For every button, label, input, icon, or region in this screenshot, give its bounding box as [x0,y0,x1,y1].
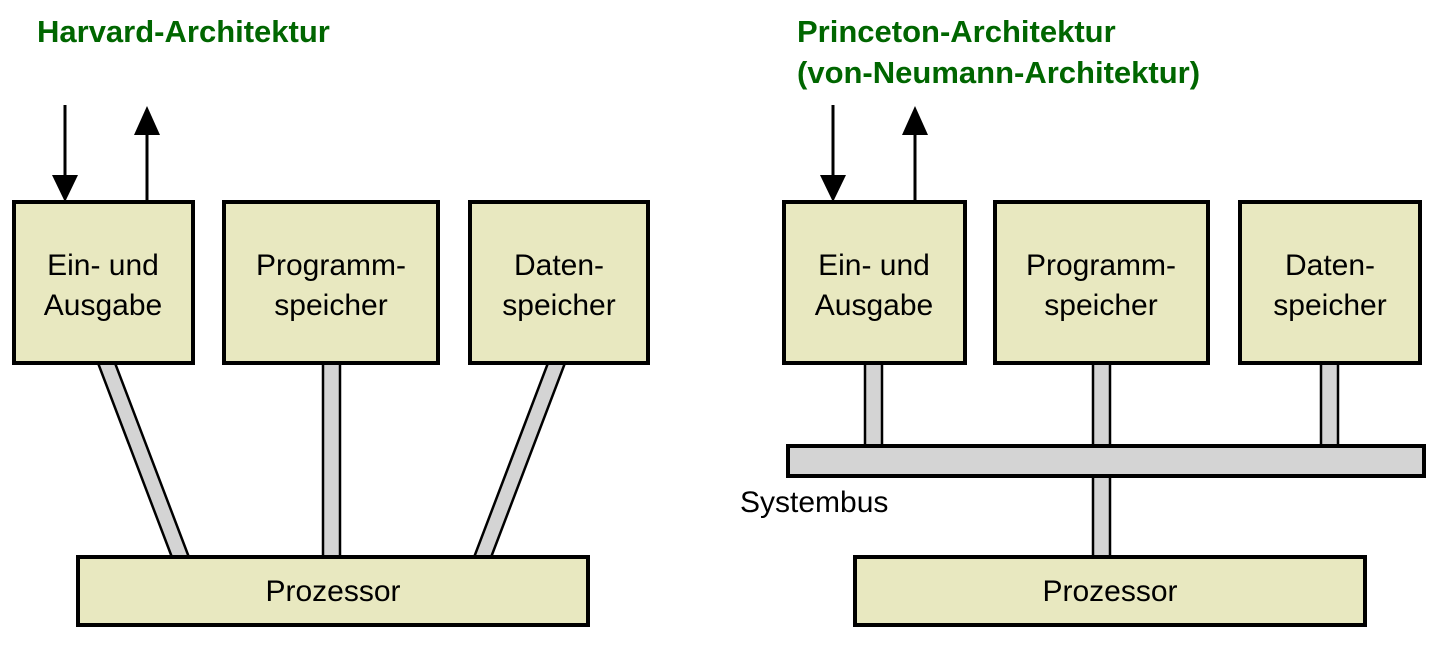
harvard-data-bus [471,361,567,562]
princeton-box-program-memory-line2: speicher [1044,289,1157,322]
harvard-output-arrow-icon [134,106,160,202]
princeton-system-bus [786,444,1426,478]
princeton-system-bus-label: Systembus [740,486,888,519]
princeton-title-line2: (von-Neumann-Architektur) [797,55,1200,90]
harvard-input-arrow-icon [52,105,78,202]
princeton-processor-bus-stub [1091,472,1112,562]
harvard-diagram: Harvard-Architektur Ein- und Au [12,14,650,627]
princeton-box-program-memory-line1: Programm- [1026,249,1176,282]
harvard-box-io: Ein- und Ausgabe [12,200,195,365]
princeton-box-data-memory-line1: Daten- [1285,249,1375,282]
princeton-box-program-memory: Programm- speicher [993,200,1210,365]
harvard-bus-connectors [96,361,567,562]
harvard-box-io-line1: Ein- und [47,249,159,282]
princeton-title-line1: Princeton-Architektur [797,14,1116,49]
harvard-processor-label: Prozessor [265,575,400,608]
harvard-box-data-memory: Daten- speicher [468,200,650,365]
princeton-data-bus-stub [1319,361,1340,450]
princeton-processor-label: Prozessor [1042,575,1177,608]
harvard-box-program-memory-line2: speicher [274,289,387,322]
harvard-box-data-memory-line1: Daten- [514,249,604,282]
harvard-io-bus [96,361,192,562]
princeton-input-arrow-icon [820,105,846,202]
princeton-output-arrow-icon [902,106,928,202]
harvard-box-io-line2: Ausgabe [44,289,162,322]
harvard-box-program-memory-line1: Programm- [256,249,406,282]
harvard-program-bus [321,361,342,562]
harvard-box-data-memory-line2: speicher [502,289,615,322]
princeton-box-data-memory-line2: speicher [1273,289,1386,322]
princeton-box-io-line1: Ein- und [818,249,930,282]
princeton-box-processor: Prozessor [853,555,1367,627]
princeton-box-data-memory: Daten- speicher [1238,200,1422,365]
harvard-box-program-memory: Programm- speicher [222,200,440,365]
princeton-program-bus-stub [1091,361,1112,450]
princeton-diagram: Princeton-Architektur (von-Neumann-Archi… [740,14,1426,627]
princeton-io-bus-stub [863,361,884,450]
harvard-title: Harvard-Architektur [37,14,330,49]
princeton-box-io-line2: Ausgabe [815,289,933,322]
princeton-box-io: Ein- und Ausgabe [782,200,967,365]
harvard-box-processor: Prozessor [76,555,590,627]
